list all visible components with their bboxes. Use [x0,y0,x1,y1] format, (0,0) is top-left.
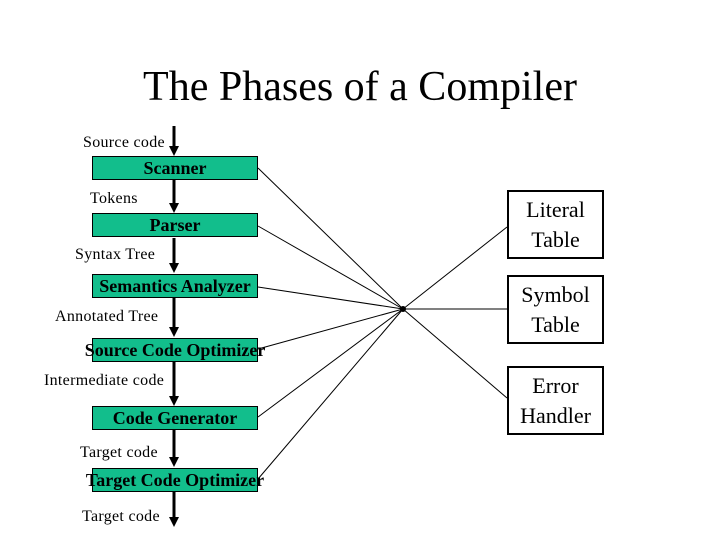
slide-title: The Phases of a Compiler [143,64,577,110]
connector-line [402,308,508,399]
connector-line [257,286,404,310]
stage-box-parser: Parser [92,213,258,237]
flow-arrow-down [169,362,179,406]
connector-line [402,226,508,310]
flow-arrow-down [169,429,179,467]
stage-box-source-code-optimizer: Source Code Optimizer [85,338,265,362]
connector-line [257,167,404,310]
junction-dot [400,306,406,312]
connector-line [257,308,404,480]
side-box-error-handler: Error Handler [507,366,604,435]
flow-arrow-down [169,180,179,213]
artifact-label-target-code-1: Target code [80,444,158,461]
stage-box-code-generator: Code Generator [92,406,258,430]
artifact-label-annotated-tree: Annotated Tree [55,308,159,325]
artifact-label-syntax-tree: Syntax Tree [75,246,156,263]
stage-box-scanner: Scanner [92,156,258,180]
flow-arrow-down [169,298,179,337]
flow-arrow-down [169,492,179,527]
flow-arrow-down [169,238,179,273]
connector-line [257,308,404,418]
side-box-symbol-table: Symbol Table [507,275,604,344]
stage-box-semantics-analyzer: Semantics Analyzer [92,274,258,298]
artifact-label-target-code-2: Target code [82,508,160,525]
artifact-label-intermediate-code: Intermediate code [44,372,165,389]
side-box-literal-table: Literal Table [507,190,604,259]
connector-line [257,225,404,310]
connector-line [257,308,404,350]
artifact-label-tokens: Tokens [90,190,138,207]
flow-arrow-down [169,126,179,156]
artifact-label-source-code: Source code [83,134,165,151]
stage-to-junction-lines [257,167,508,480]
flow-arrows [169,126,179,527]
stage-box-target-code-optimizer: Target Code Optimizer [86,468,264,492]
